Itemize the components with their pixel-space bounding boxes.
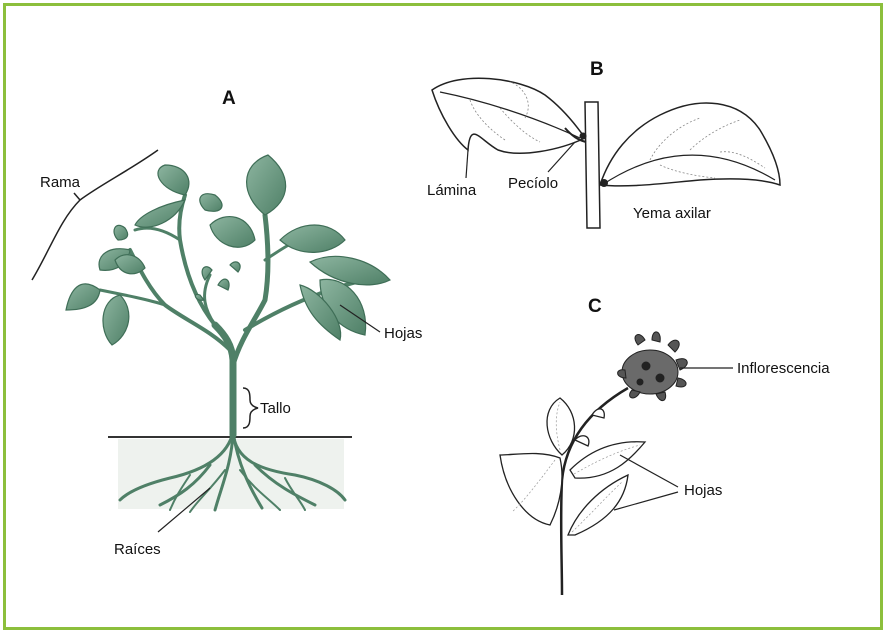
panel-a-letter: A — [222, 88, 236, 109]
tallo-brace — [243, 388, 258, 428]
hojas-c-pointer-2 — [614, 492, 678, 510]
label-hojas-a: Hojas — [384, 325, 422, 342]
label-rama: Rama — [40, 174, 81, 191]
hojas-c-pointer-1 — [620, 455, 678, 487]
axillary-bud — [600, 179, 608, 187]
panel-b-letter: B — [590, 59, 604, 80]
label-peciolo: Pecíolo — [508, 175, 558, 192]
label-raices: Raíces — [114, 541, 161, 558]
panel-c: C Inflorescencia — [500, 296, 830, 595]
label-inflorescencia: Inflorescencia — [737, 360, 830, 377]
leaf-right — [600, 103, 780, 186]
panel-a: A — [32, 88, 422, 558]
rama-bracket-tick — [74, 193, 80, 200]
leaf-lamina — [432, 78, 585, 153]
leaves-plant-c — [500, 398, 645, 535]
label-yema-axilar: Yema axilar — [633, 205, 711, 222]
panel-c-letter: C — [588, 296, 602, 317]
leaves-plant-a — [66, 155, 390, 345]
label-tallo: Tallo — [260, 400, 291, 417]
label-lamina: Lámina — [427, 182, 477, 199]
lamina-pointer — [466, 150, 468, 178]
inflorescence — [618, 332, 688, 401]
panel-b: B Lámina Pecíolo Yema axilar — [427, 59, 780, 228]
label-hojas-c: Hojas — [684, 482, 722, 499]
stem-b — [585, 102, 600, 228]
bud-left — [580, 133, 587, 140]
